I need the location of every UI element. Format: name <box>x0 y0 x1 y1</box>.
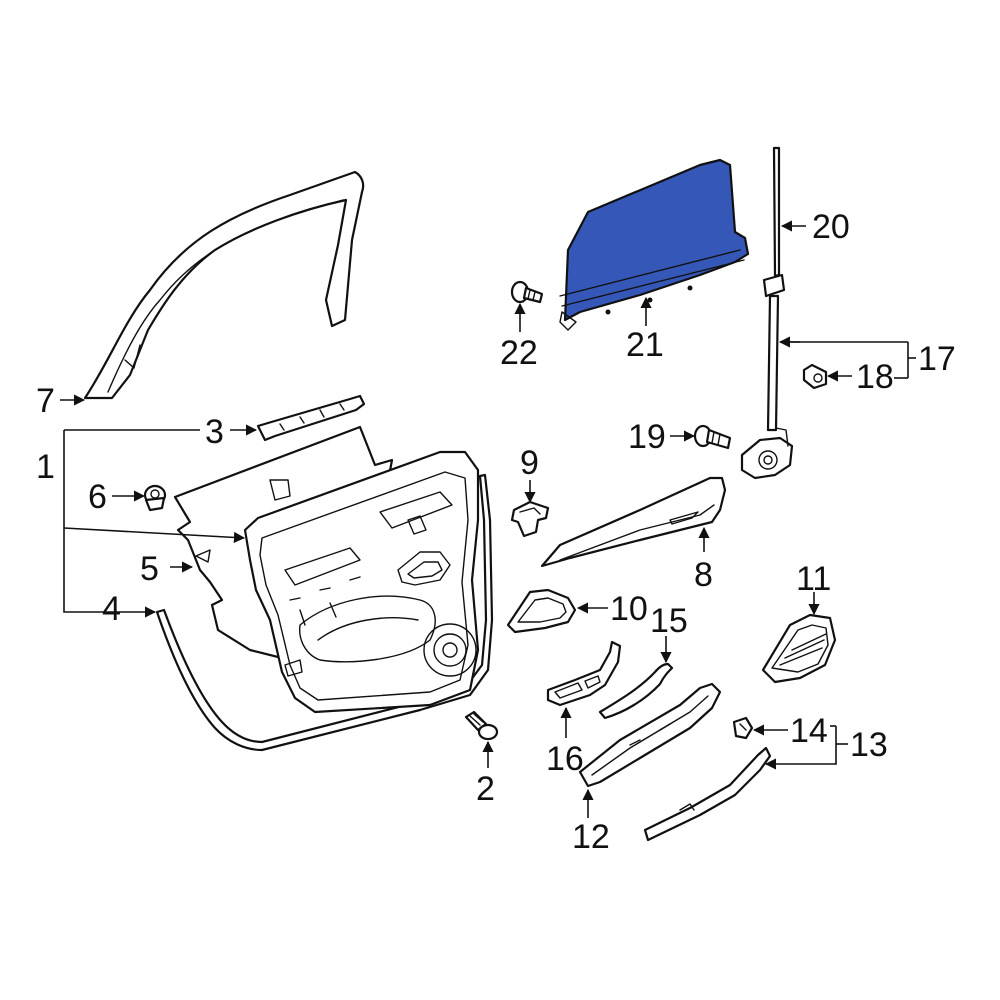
callout-6: 6 <box>88 478 107 516</box>
callout-21: 21 <box>626 326 664 364</box>
part-19-bolt <box>693 424 732 450</box>
window-glass-highlight <box>563 158 750 322</box>
callout-19: 19 <box>628 418 666 456</box>
callout-17: 17 <box>918 340 956 378</box>
callout-22: 22 <box>500 334 538 372</box>
callout-7: 7 <box>36 382 55 420</box>
callout-13: 13 <box>850 726 888 764</box>
callout-labels: 1 2 3 4 5 6 7 8 9 10 11 12 13 14 15 16 1… <box>36 208 956 856</box>
callout-5: 5 <box>140 550 159 588</box>
part-15-seal-strip <box>598 662 674 720</box>
part-10-handle-bezel <box>506 588 577 634</box>
part-8-upper-trim <box>540 476 727 568</box>
part-7-frame-molding <box>83 170 365 400</box>
door-trim-panel <box>243 450 480 714</box>
leader-lines <box>60 220 916 818</box>
part-14-clip <box>732 716 754 740</box>
callout-14: 14 <box>790 712 828 750</box>
callout-9: 9 <box>520 444 539 482</box>
part-13-trim-strip <box>643 746 772 842</box>
part-11-speaker-grille <box>761 613 837 684</box>
part-2-screw <box>464 710 499 741</box>
part-4-weatherstrip <box>155 473 494 752</box>
callout-11: 11 <box>796 560 831 598</box>
callout-2: 2 <box>476 770 495 808</box>
part-21-window-glass <box>559 158 750 331</box>
part-22-bolt <box>510 280 544 304</box>
callout-10: 10 <box>610 590 648 628</box>
part-12-armrest <box>578 682 722 788</box>
part-18-connector <box>802 363 828 390</box>
part-17-window-regulator <box>740 146 794 480</box>
part-3-trim-strip <box>256 394 366 442</box>
callout-12: 12 <box>572 818 610 856</box>
callout-20: 20 <box>812 208 850 246</box>
part-16-switch-bezel <box>546 640 622 707</box>
callout-18: 18 <box>856 358 894 396</box>
part-9-bracket <box>510 500 550 538</box>
callout-3: 3 <box>205 413 224 451</box>
callout-4: 4 <box>102 590 121 628</box>
callout-15: 15 <box>650 602 688 640</box>
callout-16: 16 <box>546 740 584 778</box>
part-6-clip <box>143 484 167 512</box>
callout-1: 1 <box>36 448 55 486</box>
callout-8: 8 <box>694 556 713 594</box>
